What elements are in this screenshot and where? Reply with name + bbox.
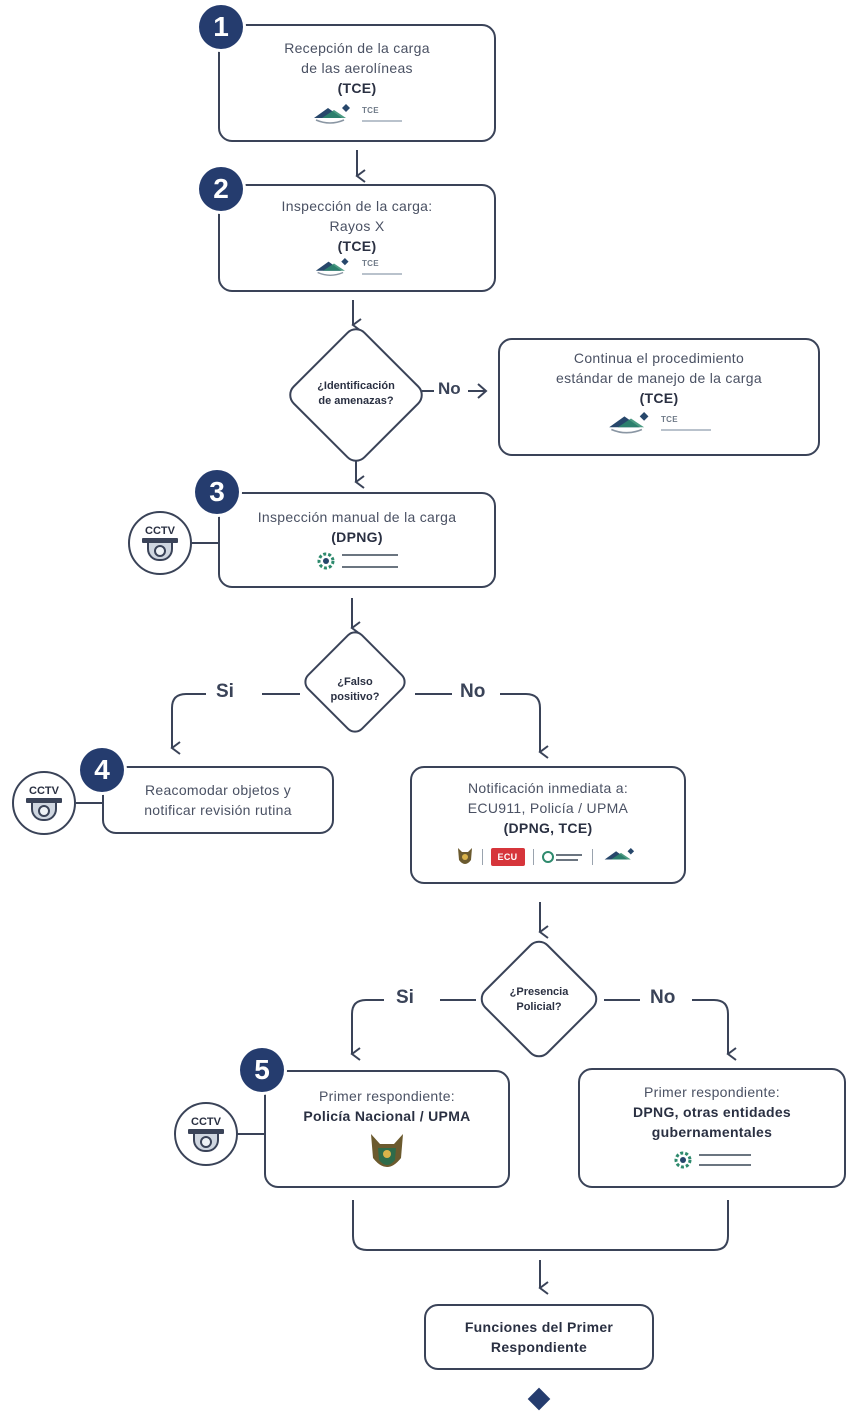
cctv-icon: CCTV <box>128 511 192 575</box>
end-marker <box>527 1387 551 1411</box>
decision-3-line2: Policial? <box>516 1001 562 1013</box>
tce-mountain-icon <box>315 258 349 276</box>
decision-1-line1: ¿Identificación <box>317 380 395 392</box>
step-2-line1: Inspección de la carga: <box>281 198 433 214</box>
step-1-box: Recepción de la carga de las aerolíneas … <box>218 24 496 142</box>
tce-logo: TCE <box>312 104 402 126</box>
standard-procedure-box: Continua el procedimiento estándar de ma… <box>498 338 820 456</box>
dpng-responder-box: Primer respondiente: DPNG, otras entidad… <box>578 1068 846 1188</box>
arrow-d3-no <box>604 999 728 1054</box>
step-1-badge: 1 <box>199 5 243 49</box>
ecu911-logo: ECU <box>490 848 525 866</box>
decision-1-shape <box>289 328 423 462</box>
step-5-badge: 5 <box>240 1048 284 1092</box>
tce-mountain-icon <box>604 848 634 860</box>
decision-2-line1: ¿Falso <box>337 676 373 688</box>
decision-3-no-label: No <box>646 987 680 1009</box>
decision-3-label: ¿Presencia Policial? <box>490 980 588 1020</box>
dpng-responder-line1: Primer respondiente: <box>644 1084 780 1100</box>
tce-logo-text: TCE <box>362 106 402 124</box>
step-3-agency: (DPNG) <box>331 529 383 545</box>
cctv-label: CCTV <box>29 785 59 797</box>
step-5-agency: Policía Nacional / UPMA <box>303 1108 471 1124</box>
step-4-line2: notificar revisión rutina <box>144 802 292 818</box>
final-line1: Funciones del Primer <box>464 1319 614 1335</box>
notify-line2: ECU911, Policía / UPMA <box>467 800 629 816</box>
tce-mountain-icon <box>314 104 350 124</box>
decision-2-shape <box>304 631 406 733</box>
notify-box: Notificación inmediata a: ECU911, Policí… <box>410 766 686 884</box>
tce-logo: TCE <box>607 412 711 436</box>
police-shield-icon <box>457 848 472 864</box>
cctv-icon: CCTV <box>174 1102 238 1166</box>
step-5-box: Primer respondiente: Policía Nacional / … <box>264 1070 510 1188</box>
step-4-line1: Reacomodar objetos y <box>144 782 292 798</box>
step-5-line1: Primer respondiente: <box>319 1088 455 1104</box>
tce-logo: TCE <box>312 258 402 278</box>
decision-1-no-label: No <box>434 379 465 399</box>
dpng-logo <box>673 1150 751 1170</box>
cctv-icon: CCTV <box>12 771 76 835</box>
decision-2-no-label: No <box>456 681 490 703</box>
step-1-line2: de las aerolíneas <box>301 60 413 76</box>
step-2-badge: 2 <box>199 167 243 211</box>
step-3-line1: Inspección manual de la carga <box>257 509 457 525</box>
tce-logo-text: TCE <box>661 415 711 433</box>
step-3-box: Inspección manual de la carga (DPNG) <box>218 492 496 588</box>
decision-3-shape <box>480 940 598 1058</box>
final-functions-box: Funciones del Primer Respondiente <box>424 1304 654 1370</box>
decision-2-yes-label: Si <box>212 681 238 703</box>
notify-line1: Notificación inmediata a: <box>467 780 629 796</box>
arrow-d2-no <box>415 693 540 752</box>
decision-3-line1: ¿Presencia <box>509 986 569 998</box>
step-2-line2: Rayos X <box>329 218 385 234</box>
dpng-responder-bold1: DPNG, otras entidades <box>632 1104 791 1120</box>
agency-logos-row: ECU <box>456 846 641 868</box>
cctv-label: CCTV <box>191 1116 221 1128</box>
decision-2-label: ¿Falso positivo? <box>312 670 398 710</box>
notify-agencies: (DPNG, TCE) <box>503 820 593 836</box>
decision-2-line2: positivo? <box>330 691 380 703</box>
tce-mountain-icon <box>609 412 649 434</box>
standard-line2: estándar de manejo de la carga <box>556 370 762 386</box>
dpng-logo <box>316 551 398 571</box>
arrow-d3-yes <box>352 999 476 1054</box>
standard-line1: Continua el procedimiento <box>573 350 745 366</box>
step-2-box: Inspección de la carga: Rayos X (TCE) TC… <box>218 184 496 292</box>
final-line2: Respondiente <box>490 1339 588 1355</box>
standard-agency: (TCE) <box>639 390 679 406</box>
step-1-agency: (TCE) <box>337 80 377 96</box>
dpng-emblem-icon <box>317 552 335 570</box>
arrow-d1-standard-head <box>477 383 488 399</box>
decision-1-label: ¿Identificación de amenazas? <box>298 372 414 416</box>
step-4-box: Reacomodar objetos y notificar revisión … <box>102 766 334 834</box>
dpng-emblem-icon <box>674 1151 692 1169</box>
step-4-badge: 4 <box>80 748 124 792</box>
dpng-responder-bold2: gubernamentales <box>651 1124 773 1140</box>
step-2-agency: (TCE) <box>337 238 377 254</box>
decision-1-line2: de amenazas? <box>318 395 394 407</box>
cctv-label: CCTV <box>145 525 175 537</box>
step-1-line1: Recepción de la carga <box>284 40 430 56</box>
dpng-logo-small <box>541 851 582 863</box>
merge-line <box>352 1200 729 1251</box>
tce-logo-text: TCE <box>362 259 402 277</box>
step-3-badge: 3 <box>195 470 239 514</box>
police-shield-icon <box>371 1134 403 1167</box>
decision-3-yes-label: Si <box>392 987 418 1009</box>
arrow-d2-yes <box>172 693 300 748</box>
